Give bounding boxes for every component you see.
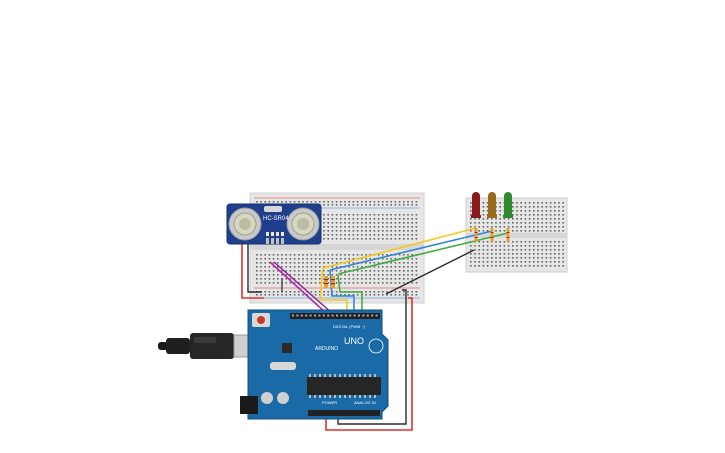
arduino-model: UNO <box>344 336 364 346</box>
wire-purple-2 <box>273 261 333 314</box>
leds <box>471 192 513 242</box>
sensor-label: HC-SR04 <box>263 216 289 222</box>
wire-purple-1 <box>269 261 327 314</box>
wire-black-led-gnd <box>385 249 475 295</box>
led-green[interactable] <box>503 192 513 242</box>
led-red[interactable] <box>471 192 481 242</box>
wire-black-gnd-arduino <box>337 289 407 425</box>
led-amber[interactable] <box>487 192 497 242</box>
resistor[interactable] <box>331 276 335 288</box>
resistor[interactable] <box>506 228 510 242</box>
digital-header-pins <box>292 314 378 317</box>
arduino-brand: ARDUINO <box>315 346 338 352</box>
resistor[interactable] <box>324 276 328 288</box>
wire-red-5v <box>325 297 413 431</box>
wire-yellow <box>319 267 348 313</box>
wire-green <box>337 274 363 313</box>
analog-label: ANALOG IN <box>354 400 376 405</box>
microcontroller-pins <box>309 374 376 398</box>
digital-label: DIGITAL (PWM ~) <box>333 324 366 329</box>
resistor[interactable] <box>490 228 494 242</box>
main-breadboard[interactable] <box>249 192 425 304</box>
wire-blue-led <box>329 230 493 271</box>
wires <box>241 227 509 431</box>
wire-black-gnd <box>247 240 262 293</box>
resistor[interactable] <box>474 228 478 242</box>
wire-yellow-led <box>322 227 477 269</box>
wire-green-led <box>337 232 509 275</box>
led-breadboard[interactable] <box>465 197 568 273</box>
power-label: POWER <box>322 400 337 405</box>
arduino-uno-board[interactable]: DIGITAL (PWM ~) ARDUINO UNO POWER ANALOG… <box>240 309 389 420</box>
wire-red-vcc <box>241 240 264 299</box>
ultrasonic-sensor[interactable]: HC-SR04 <box>226 203 322 245</box>
